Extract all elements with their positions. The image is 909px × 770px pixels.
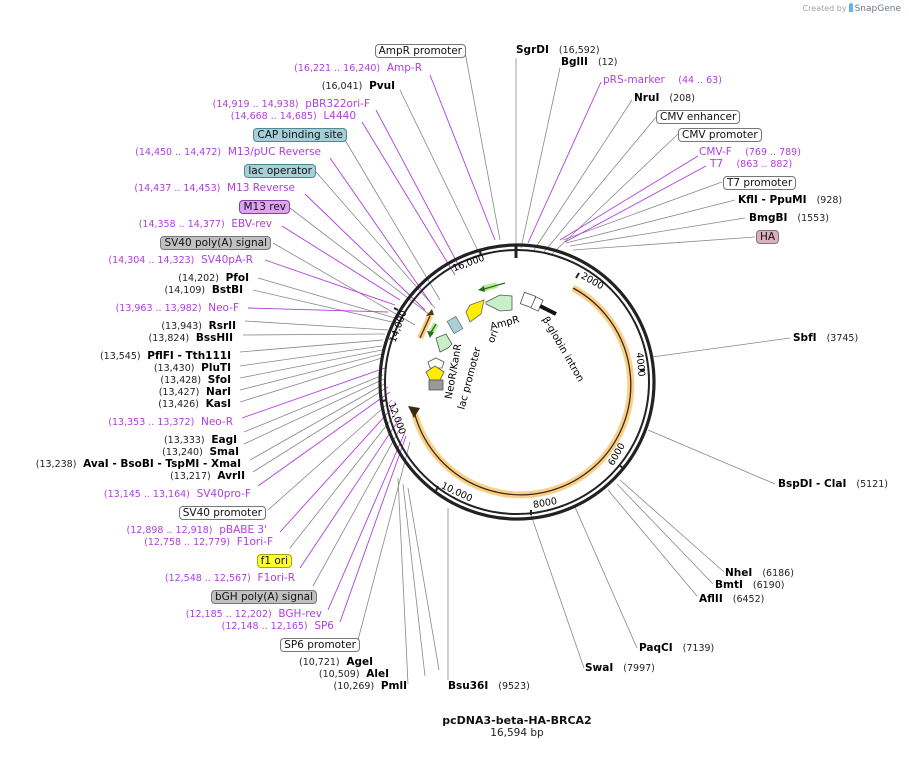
brca2-orf-arc	[414, 287, 632, 496]
feature-label-m13rev[interactable]: M13 rev	[239, 200, 290, 214]
primer-label[interactable]: (16,221 .. 16,240) Amp-R	[294, 62, 422, 74]
primer-label[interactable]: T7 (863 .. 882)	[710, 158, 793, 170]
enzyme-label[interactable]: (13,238) AvaI - BsoBI - TspMI - XmaI	[35, 458, 241, 470]
enzyme-label[interactable]: (10,509) AleI	[318, 668, 389, 680]
primer-label[interactable]: (12,898 .. 12,918) pBABE 3'	[126, 524, 267, 536]
primer-label[interactable]: (13,963 .. 13,982) Neo-F	[115, 302, 239, 314]
enzyme-label[interactable]: (10,721) AgeI	[298, 656, 373, 668]
feature-label[interactable]: CMV promoter	[678, 128, 762, 142]
enzyme-label[interactable]: SwaI (7997)	[585, 662, 655, 674]
feature-label-f1-ori[interactable]: f1 ori	[256, 554, 292, 568]
feature-label[interactable]: AmpR promoter	[374, 44, 466, 58]
enzyme-label[interactable]: (13,824) BssHII	[148, 332, 233, 344]
enzyme-label[interactable]: (13,545) PflFI - Tth111I	[99, 350, 231, 362]
brca2-orf-arrowhead	[408, 406, 420, 418]
feature-label-lac-operator[interactable]: lac operator	[244, 164, 316, 178]
enzyme-label[interactable]: (10,269) PmlI	[333, 680, 408, 692]
leader-lines-right	[397, 58, 791, 685]
primer-label[interactable]: pRS-marker (44 .. 63)	[603, 74, 722, 86]
feature-label-ha[interactable]: HA	[756, 230, 780, 244]
enzyme-label[interactable]: (13,943) RsrII	[161, 320, 236, 332]
enzyme-label[interactable]: SgrDI (16,592)	[516, 44, 600, 56]
enzyme-label[interactable]: (13,333) EagI	[163, 434, 237, 446]
sv40-promoter-arrow	[427, 357, 445, 369]
enzyme-label[interactable]: NheI (6186)	[725, 567, 794, 579]
primer-label[interactable]: (12,185 .. 12,202) BGH-rev	[185, 608, 322, 620]
enzyme-label[interactable]: (16,041) PvuI	[321, 80, 395, 92]
primer-lines-left	[241, 74, 496, 623]
enzyme-label[interactable]: BmgBI (1553)	[749, 212, 829, 224]
feature-label[interactable]: SV40 promoter	[178, 506, 266, 520]
feature-label[interactable]: T7 promoter	[723, 176, 797, 190]
cap-lac-operator-box	[446, 316, 464, 334]
primer-lines-right	[527, 81, 707, 244]
feature-label[interactable]: CMV enhancer	[656, 110, 741, 124]
enzyme-label[interactable]: AflII (6452)	[699, 593, 765, 605]
primer-label[interactable]: (14,437 .. 14,453) M13 Reverse	[134, 182, 295, 194]
enzyme-label[interactable]: (13,428) SfoI	[160, 374, 231, 386]
primer-label[interactable]: (13,353 .. 13,372) Neo-R	[108, 416, 233, 428]
enzyme-label[interactable]: (14,202) PfoI	[178, 272, 249, 284]
enzyme-label[interactable]: SbfI (3745)	[793, 332, 859, 344]
primer-label[interactable]: (12,148 .. 12,165) SP6	[221, 620, 334, 632]
enzyme-label[interactable]: BmtI (6190)	[715, 579, 785, 591]
primer-label[interactable]: (14,358 .. 14,377) EBV-rev	[138, 218, 272, 230]
feature-label[interactable]: SP6 promoter	[280, 638, 360, 652]
primer-label[interactable]: (14,450 .. 14,472) M13/pUC Reverse	[135, 146, 321, 158]
credit-prefix: Created by	[802, 4, 847, 13]
snapgene-logo-icon	[848, 3, 853, 12]
f1-ori-arrow	[425, 365, 445, 381]
primer-label[interactable]: (14,668 .. 14,685) L4440	[230, 110, 356, 122]
enzyme-label[interactable]: BspDI - ClaI (5121)	[778, 478, 888, 490]
snapgene-credit: Created by SnapGene	[803, 3, 901, 14]
enzyme-label[interactable]: (13,217) AvrII	[170, 470, 245, 482]
plasmid-name: pcDNA3-beta-HA-BRCA2	[442, 714, 592, 727]
tick-marks	[381, 246, 645, 515]
backbone-outer-ring	[378, 243, 656, 521]
enzyme-label[interactable]: PaqCI (7139)	[639, 642, 715, 654]
tick-label-4000: 4000	[633, 351, 647, 378]
enzyme-label[interactable]: (13,426) KasI	[158, 398, 231, 410]
beta-globin-intron-bar	[539, 304, 557, 316]
primer-label[interactable]: CMV-F (769 .. 789)	[699, 146, 801, 158]
neoR-feature	[435, 333, 453, 353]
primer-label[interactable]: (12,548 .. 12,567) F1ori-R	[164, 572, 295, 584]
credit-brand: SnapGene	[854, 4, 901, 14]
enzyme-label[interactable]: (13,240) SmaI	[162, 446, 239, 458]
ampR-feature	[485, 294, 513, 312]
plasmid-length: 16,594 bp	[490, 727, 544, 739]
polyA-box	[428, 379, 444, 391]
primer-label[interactable]: (12,758 .. 12,779) F1ori-F	[144, 536, 273, 548]
primer-label[interactable]: (14,919 .. 14,938) pBR322ori-F	[212, 98, 370, 110]
ori-feature	[465, 299, 485, 323]
enzyme-label[interactable]: Bsu36I (9523)	[448, 680, 530, 692]
enzyme-label[interactable]: BglII (12)	[561, 56, 618, 68]
enzyme-label[interactable]: KflI - PpuMI (928)	[738, 194, 843, 206]
small-orf-arrows	[417, 282, 506, 340]
primer-label[interactable]: (13,145 .. 13,164) SV40pro-F	[103, 488, 251, 500]
enzyme-label[interactable]: (13,427) NarI	[158, 386, 231, 398]
enzyme-label[interactable]: NruI (208)	[634, 92, 695, 104]
feature-label-cap[interactable]: CAP binding site	[253, 128, 347, 142]
backbone-inner-ring	[384, 249, 650, 515]
feature-label-bgh-polyA[interactable]: bGH poly(A) signal	[210, 590, 317, 604]
enzyme-label[interactable]: (13,430) PluTI	[153, 362, 231, 374]
enzyme-label[interactable]: (14,109) BstBI	[164, 284, 243, 296]
leader-lines-left	[239, 51, 501, 641]
feature-label-sv40-polyA[interactable]: SV40 poly(A) signal	[160, 236, 271, 250]
primer-label[interactable]: (14,304 .. 14,323) SV40pA-R	[108, 254, 253, 266]
